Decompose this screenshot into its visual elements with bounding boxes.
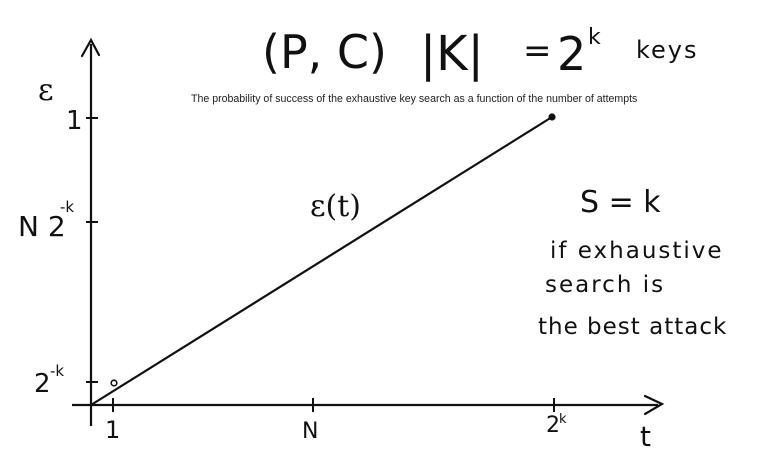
figure-caption: The probability of success of the exhaus…	[191, 93, 637, 105]
note-line-1: if exhaustive	[550, 238, 724, 264]
plaintext-ciphertext-pair: (P, C)	[262, 25, 387, 79]
y-tick-label-low-exponent: -k	[50, 362, 64, 380]
keyspace-equals: =	[523, 31, 552, 71]
x-axis-symbol: t	[640, 420, 651, 453]
keyspace-unit: keys	[636, 36, 699, 64]
x-tick-label-end-exponent: k	[559, 412, 567, 427]
y-axis-arrowhead	[80, 37, 101, 58]
success-probability-line	[90, 116, 553, 406]
keyspace-exponent: k	[588, 25, 601, 50]
x-tick-label-1: 1	[105, 416, 120, 444]
x-tick-label-end: 2	[546, 413, 560, 438]
first-attempt-marker	[110, 379, 118, 387]
note-line-2: search is	[545, 272, 665, 298]
x-tick-label-N: N	[302, 419, 318, 444]
keyspace-base: 2	[557, 27, 586, 81]
keyspace-size: |K|	[420, 26, 484, 82]
y-axis-symbol: ε	[38, 73, 54, 108]
y-tick-label-mid-exponent: -k	[60, 198, 74, 216]
y-tick-label-low: 2	[34, 369, 51, 399]
note-line-3: the best attack	[538, 314, 727, 340]
y-tick-label-top: 1	[66, 106, 83, 136]
endpoint-marker	[548, 113, 556, 121]
note-s-equals-k: S = k	[580, 185, 661, 220]
curve-label: ε(t)	[310, 189, 361, 224]
x-axis-arrowhead	[643, 394, 665, 416]
y-tick-label-mid: N 2	[18, 210, 66, 243]
